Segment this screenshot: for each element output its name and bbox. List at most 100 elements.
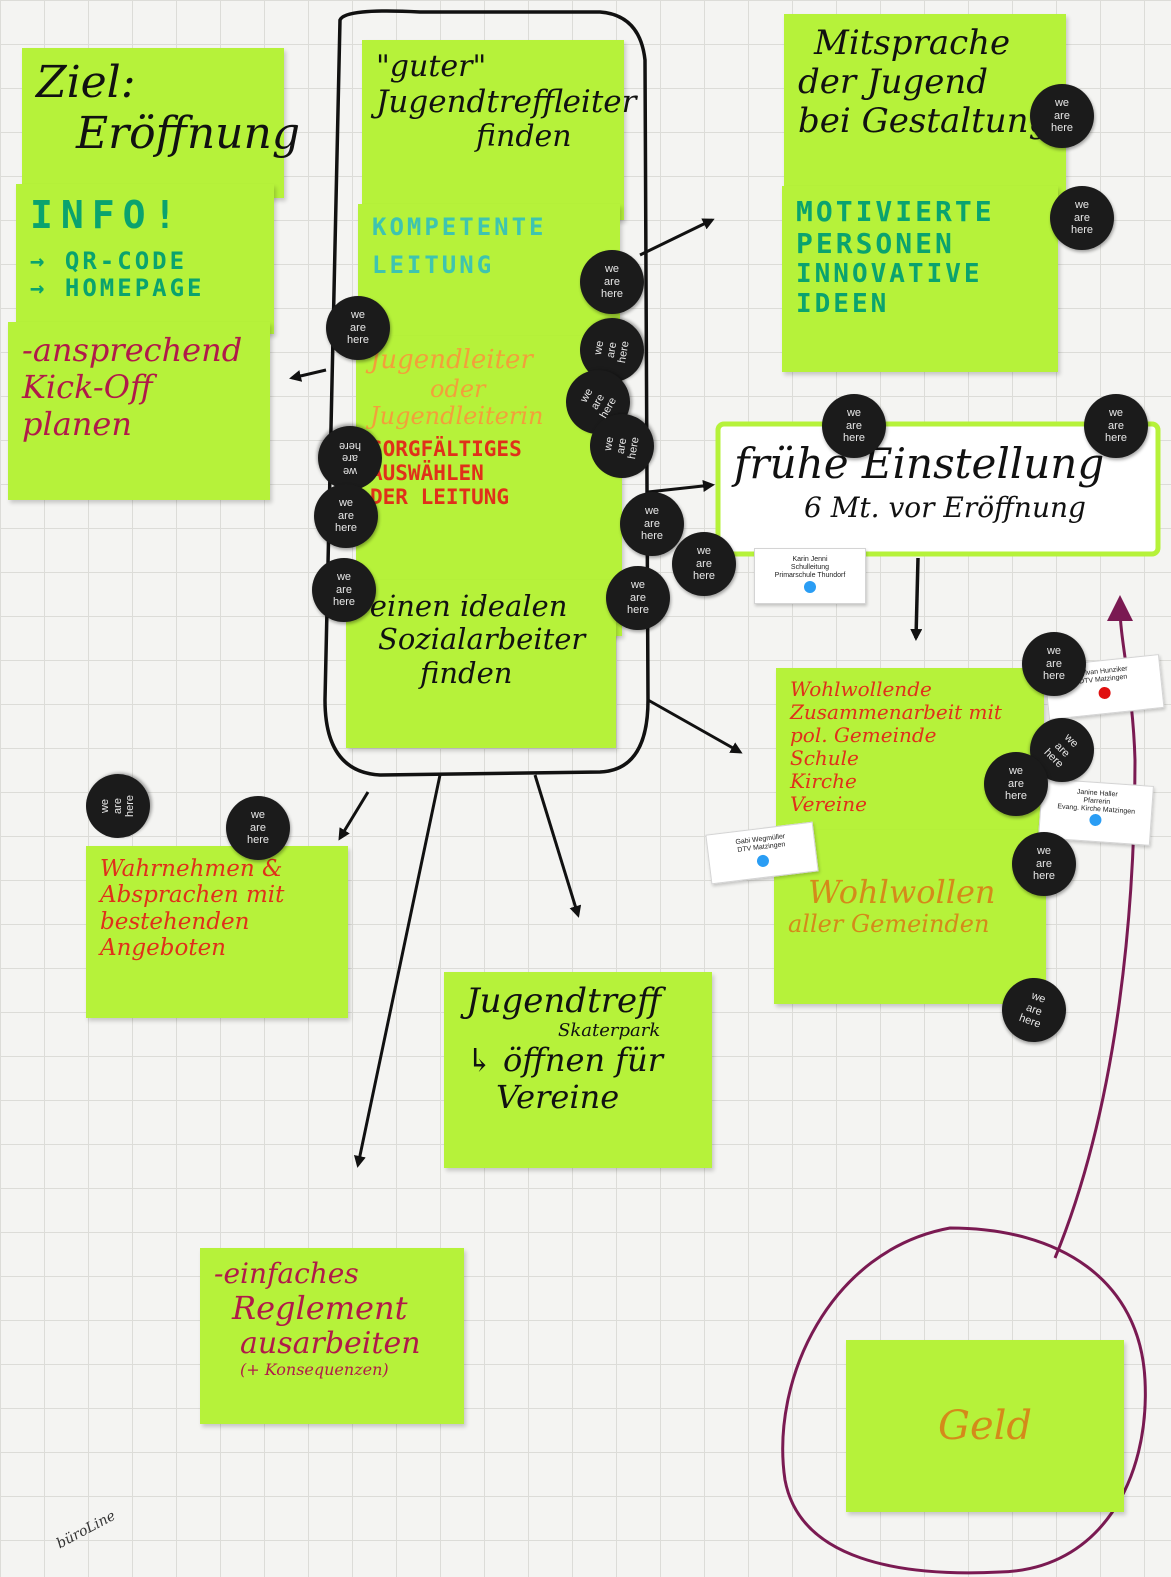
sticker-word: are — [250, 821, 266, 834]
ziel-line-1: Ziel: — [36, 57, 136, 108]
sozial-line-1: -einen idealen — [360, 589, 568, 623]
einstellung-line-2: 6 Mt. vor Eröffnung — [804, 491, 1086, 525]
zusammen-line-6: Vereine — [790, 792, 867, 816]
reglement-line-2: Reglement — [232, 1289, 408, 1328]
sticker-word: are — [1036, 857, 1052, 870]
zusammen-line-1: Wohlwollende — [790, 677, 932, 701]
sticker-word: we — [99, 798, 112, 814]
sticker-word: are — [1054, 109, 1070, 122]
skaterpark-line-3: ↳ öffnen für — [466, 1040, 663, 1079]
note-mitsprache: Mitsprache der Jugend bei Gestaltung — [784, 14, 1066, 200]
note-geld: Geld — [846, 1340, 1124, 1512]
guter-line-2: Jugendtreffleiter — [376, 83, 637, 120]
geld-circle — [781, 1226, 1147, 1575]
mitsprache-line-1: Mitsprache — [814, 23, 1011, 63]
arrow-left — [289, 368, 327, 382]
arrow-right — [647, 480, 715, 494]
sticker-word: here — [626, 436, 642, 461]
note-kompetente: KOMPETENTE LEITUNG — [358, 204, 620, 344]
note-wahrnehmen: Wahrnehmen & Absprachen mit bestehenden … — [86, 846, 348, 1018]
sorgfaeltig-line-3: DER LEITUNG — [370, 485, 510, 510]
sorgfaeltig-line-1: SORGFÄLTIGES — [370, 437, 522, 462]
sticker-word: are — [336, 583, 352, 596]
sticker-word: we — [250, 809, 266, 822]
wohlwollen-line-1: Wohlwollen — [808, 873, 996, 911]
reglement-line-3: ausarbeiten — [240, 1325, 421, 1361]
card-karin-line-3: Primarschule Thundorf — [774, 572, 846, 580]
sticker-word: here — [692, 570, 716, 583]
sticker-word: are — [338, 509, 354, 522]
sticker-word: we — [696, 545, 712, 558]
zusammen-line-3: pol. Gemeinde — [790, 723, 937, 747]
note-info: INFO! → QR-CODE → HOMEPAGE — [16, 184, 274, 334]
arrow-upright — [639, 218, 715, 257]
sticker-word: we — [1046, 645, 1062, 658]
sorgfaeltig-line-2: AUSWÄHLEN — [370, 461, 484, 486]
kompetente-line-2: LEITUNG — [372, 250, 495, 279]
kickoff-line-1: -ansprechend — [22, 331, 243, 369]
arrow-einstellung-down — [910, 557, 923, 641]
note-sozial: -einen idealen Sozialarbeiter finden — [346, 580, 616, 748]
sticker-word: here — [1004, 790, 1028, 803]
sticker-word: here — [842, 432, 866, 445]
sticker-word: here — [1104, 432, 1128, 445]
arrow-down-long — [353, 774, 442, 1168]
arrow-down-left — [338, 791, 370, 841]
kickoff-line-2: Kick-Off — [22, 367, 153, 406]
mitsprache-line-3: bei Gestaltung — [798, 101, 1051, 142]
sticker-word: here — [124, 794, 137, 818]
arrow-downright — [647, 698, 743, 754]
sticker-word: here — [1050, 122, 1074, 135]
reglement-line-1: -einfaches — [214, 1257, 359, 1290]
zusammen-line-2: Zusammenarbeit mit — [790, 700, 1002, 724]
wahrnehmen-line-4: Angeboten — [100, 935, 226, 962]
sticker-word: we — [1074, 199, 1090, 212]
note-ziel: Ziel: Eröffnung — [22, 48, 300, 198]
ziel-line-2: Eröffnung — [76, 107, 300, 159]
motivierte-line-4: IDEEN — [796, 289, 890, 320]
sticker-word: we — [644, 505, 660, 518]
guter-line-3: finden — [476, 119, 572, 155]
sticker-word: here — [338, 439, 362, 452]
wahrnehmen-line-3: bestehenden — [100, 908, 250, 935]
note-wohlwollen: Wohlwollen aller Gemeinden — [774, 830, 1046, 1004]
note-guter: "guter" Jugendtreffleiter finden — [362, 40, 637, 220]
sticker-word: we — [846, 407, 862, 420]
wohlwollen-line-2: aller Gemeinden — [788, 909, 990, 938]
einstellung-text: frühe Einstellung 6 Mt. vor Eröffnung — [734, 439, 1154, 525]
arrow-down-mid — [533, 774, 582, 918]
pin-blue-icon — [804, 581, 816, 594]
note-kickoff: -ansprechend Kick-Off planen — [8, 322, 270, 500]
wahrnehmen-line-1: Wahrnehmen & — [100, 856, 283, 882]
sticker-word: here — [334, 522, 358, 535]
sticker-word: we — [350, 309, 366, 322]
sticker-word: are — [630, 591, 646, 604]
pin-blue-icon — [756, 854, 770, 868]
jugendleiter-line-2: oder — [430, 374, 486, 403]
sticker-word: here — [1032, 870, 1056, 883]
sticker-word: are — [350, 321, 366, 334]
skaterpark-line-2: Skaterpark — [558, 1020, 661, 1042]
sticker-word: here — [1070, 224, 1094, 237]
sticker-word: we — [630, 579, 646, 592]
kompetente-line-1: KOMPETENTE — [372, 213, 547, 241]
sticker-word: we — [1054, 97, 1070, 110]
sticker-word: we — [1108, 407, 1124, 420]
pin-red-icon — [1098, 686, 1112, 700]
sticker-word: are — [111, 798, 124, 814]
sticker-word: we — [1008, 765, 1024, 778]
center-outline — [323, 9, 650, 777]
skaterpark-line-4: Vereine — [496, 1077, 620, 1116]
